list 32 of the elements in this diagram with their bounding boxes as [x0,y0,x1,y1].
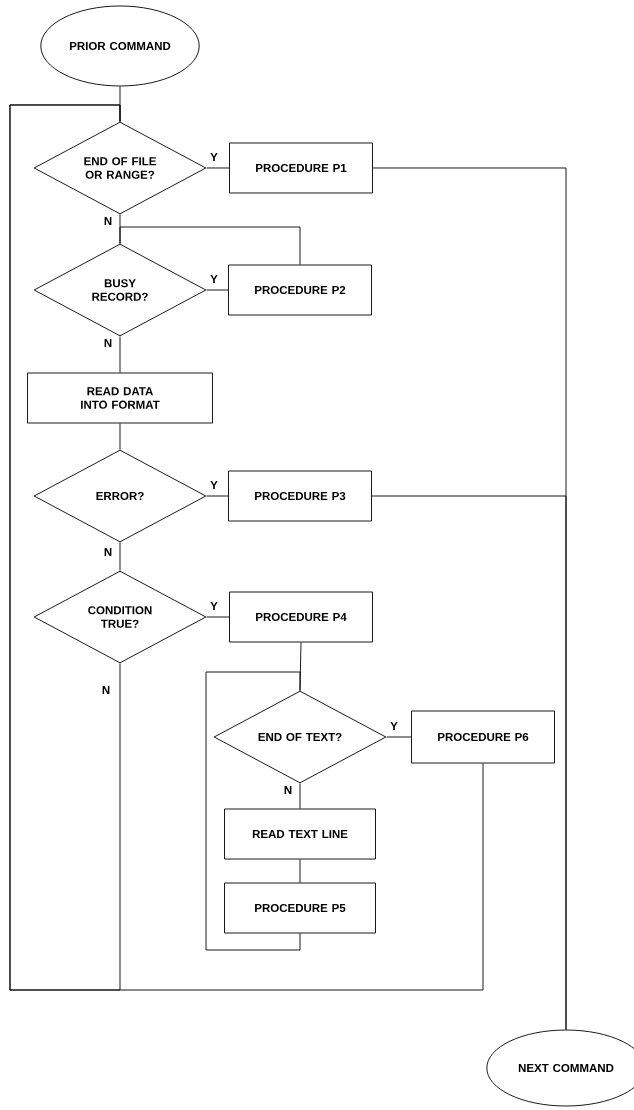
connector-line [206,167,230,169]
process-box: READ TEXT LINE [224,808,376,860]
process-box: READ DATA INTO FORMAT [27,372,213,424]
edge-label: Y [389,721,399,731]
process-box: PROCEDURE P2 [228,264,372,316]
process-box: PROCEDURE P1 [229,142,373,194]
connector-line [299,859,301,883]
edge-label: N [102,216,114,226]
connector-line [9,104,484,991]
connector-line [206,289,229,291]
edge-label: Y [209,274,219,284]
connector-line [299,783,301,809]
connector-line [119,336,121,373]
edge-label: N [282,785,294,795]
connector-line [119,542,121,571]
connector-line [371,495,567,1030]
edge-label: Y [209,601,219,611]
edge-label: N [102,547,114,557]
process-box: PROCEDURE P4 [229,591,373,643]
connector-line [119,226,301,265]
connector-line [206,495,229,497]
edge-label: N [102,338,114,348]
process-box: PROCEDURE P3 [228,470,372,522]
connector-line [206,616,230,618]
process-box: PROCEDURE P5 [224,882,376,934]
edge-label: Y [209,152,219,162]
connector-line [386,736,412,738]
process-box: PROCEDURE P6 [411,710,555,764]
connector-line [205,671,301,951]
edge-label: Y [209,480,219,490]
connector-line [119,423,121,450]
edge-label: N [100,685,112,695]
